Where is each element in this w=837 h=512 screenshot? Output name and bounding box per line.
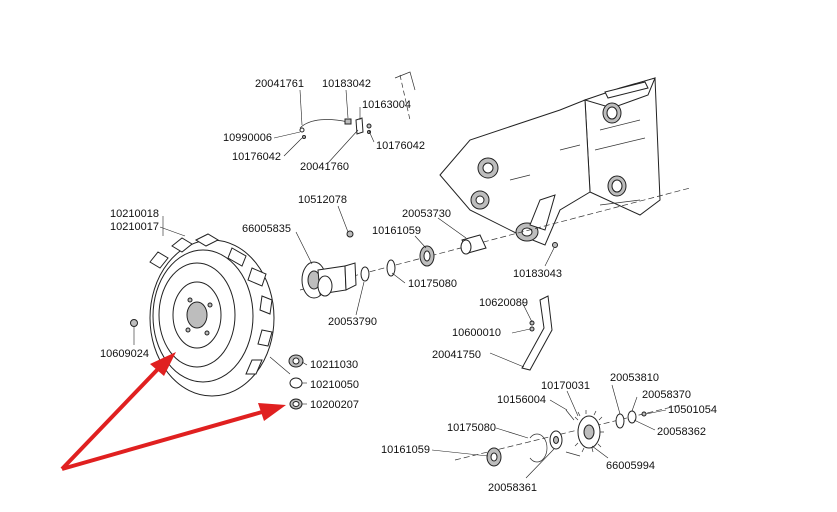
label-20058362: 20058362 [657, 426, 706, 438]
label-20058361: 20058361 [488, 482, 537, 494]
label-10161059-top: 10161059 [372, 225, 421, 237]
label-10210050: 10210050 [310, 379, 359, 391]
label-10200207: 10200207 [310, 399, 359, 411]
label-10175080-bottom: 10175080 [447, 422, 496, 434]
cable-guide-line [399, 74, 411, 121]
label-10600010: 10600010 [452, 327, 501, 339]
arrow-to-hub-head [150, 352, 176, 376]
red-callout-arrows [60, 352, 286, 471]
label-20053810: 20053810 [610, 372, 659, 384]
label-10175080-top: 10175080 [408, 278, 457, 290]
label-66005835: 66005835 [242, 223, 291, 235]
label-10163004: 10163004 [362, 99, 411, 111]
label-20041760: 20041760 [300, 161, 349, 173]
sprocket-assembly [486, 409, 647, 467]
label-10176042-left: 10176042 [232, 151, 281, 163]
label-10183042: 10183042 [322, 78, 371, 90]
label-10609024: 10609024 [100, 348, 149, 360]
label-10156004: 10156004 [497, 394, 546, 406]
label-10183043: 10183043 [513, 268, 562, 280]
label-10211030: 10211030 [310, 359, 358, 371]
wheel-hub [301, 230, 357, 299]
label-10990006: 10990006 [223, 132, 272, 144]
bearing-stack [288, 354, 304, 410]
label-10176042-right: 10176042 [376, 140, 425, 152]
label-10161059-bottom: 10161059 [381, 444, 430, 456]
label-10512078: 10512078 [298, 194, 347, 206]
label-20053790: 20053790 [328, 316, 377, 328]
label-10210018: 10210018 [110, 208, 159, 220]
label-10620089: 10620089 [479, 297, 528, 309]
frame-bracket [439, 77, 661, 246]
leader-lines [133, 89, 667, 479]
wheel-tire [149, 233, 275, 397]
part-labels: 20041761 10183042 10163004 10990006 1017… [100, 78, 717, 494]
label-10501054: 10501054 [668, 404, 717, 416]
arrow-to-bearing-line [61, 410, 263, 471]
label-20058370: 20058370 [642, 389, 691, 401]
bracket-arm [521, 295, 553, 371]
label-10210017: 10210017 [110, 221, 159, 233]
label-10170031: 10170031 [541, 380, 590, 392]
label-20053730: 20053730 [402, 208, 451, 220]
axle-small-parts [130, 234, 558, 327]
arrow-to-bearing-head [258, 403, 286, 421]
label-20041750: 20041750 [432, 349, 481, 361]
arrow-to-hub-line [60, 367, 160, 471]
label-20041761: 20041761 [255, 78, 304, 90]
label-66005994: 66005994 [606, 460, 655, 472]
